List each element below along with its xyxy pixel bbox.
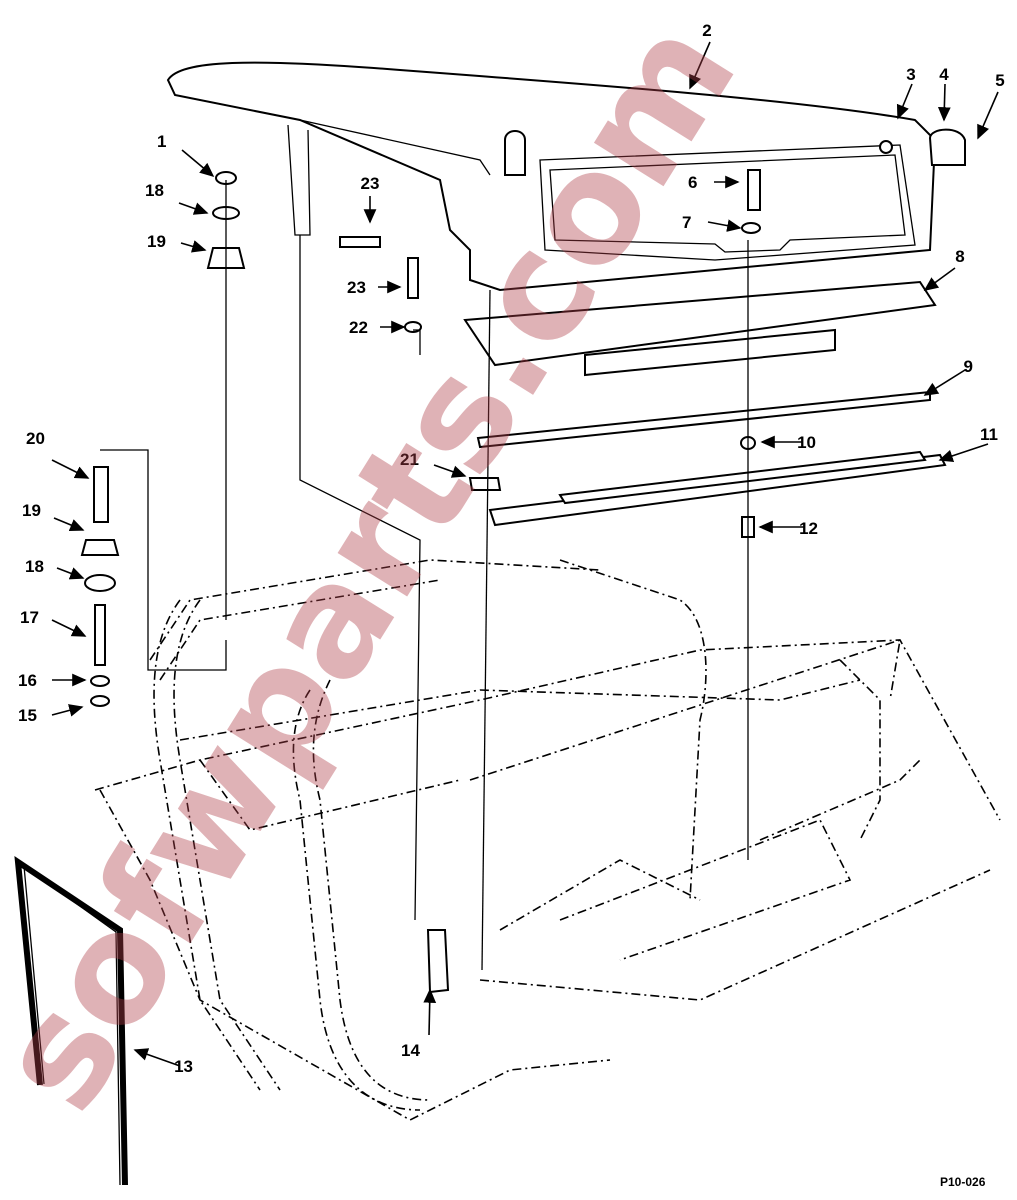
callout-arrow-c14 — [423, 988, 437, 1036]
callout-arrow-c18a — [178, 202, 209, 215]
callout-number-c11: 11 — [980, 425, 998, 444]
callout-arrow-c9 — [923, 369, 966, 396]
callout-number-c23a: 23 — [361, 174, 380, 193]
callout-arrow-c13 — [133, 1048, 181, 1067]
callout-arrow-c19a — [180, 240, 207, 253]
callout-arrow-c8 — [923, 267, 956, 291]
callout-number-c9: 9 — [964, 357, 973, 376]
callout-number-c19b: 19 — [22, 501, 41, 520]
callout-number-c6: 6 — [688, 173, 697, 192]
callout-number-c1: 1 — [157, 132, 166, 151]
callout-number-c19a: 19 — [147, 232, 166, 251]
hardtop — [166, 61, 937, 292]
callout-arrow-c2 — [689, 41, 711, 90]
callout-number-c18b: 18 — [25, 557, 44, 576]
callout-number-c2: 2 — [702, 21, 711, 40]
watermark: sofwparts.com — [0, 0, 770, 1139]
callout-arrow-c5 — [977, 91, 999, 140]
callout-arrow-c21 — [433, 464, 467, 478]
callout-number-c13: 13 — [174, 1057, 193, 1076]
callout-number-c22: 22 — [349, 318, 368, 337]
callout-arrow-c19b — [53, 517, 85, 532]
callout-arrow-c7 — [707, 219, 742, 232]
callout-arrow-c4 — [937, 83, 951, 122]
callout-number-c8: 8 — [955, 247, 964, 266]
vehicle-body-outline — [94, 559, 1001, 1121]
callout-arrow-c20 — [51, 459, 90, 479]
callout-number-c4: 4 — [939, 65, 949, 84]
callout-number-c18a: 18 — [145, 181, 164, 200]
callout-arrow-c17 — [51, 619, 87, 637]
callout-number-c7: 7 — [682, 213, 691, 232]
callout-arrow-c18b — [56, 567, 85, 580]
callout-arrow-c15 — [51, 704, 84, 717]
callout-number-c5: 5 — [995, 71, 1004, 90]
callout-number-c12: 12 — [799, 519, 818, 538]
rear-rail-parts — [463, 280, 947, 527]
callout-number-c21: 21 — [400, 450, 419, 469]
callout-number-c3: 3 — [906, 65, 915, 84]
callout-arrow-c3 — [896, 83, 913, 120]
callout-number-c10: 10 — [797, 433, 816, 452]
callout-number-c15: 15 — [18, 706, 37, 725]
callout-number-c16: 16 — [18, 671, 37, 690]
leader-lines — [100, 180, 749, 971]
fasteners — [80, 128, 966, 994]
callout-number-c14: 14 — [401, 1041, 420, 1060]
callout-number-c20: 20 — [26, 429, 45, 448]
callout-arrow-c11 — [938, 443, 989, 463]
callout-number-c17: 17 — [20, 608, 39, 627]
callout-arrow-c1 — [181, 149, 215, 178]
figure-reference-code: P10-026 — [940, 1175, 986, 1189]
door-seal — [14, 855, 128, 1186]
callout-number-c23b: 23 — [347, 278, 366, 297]
